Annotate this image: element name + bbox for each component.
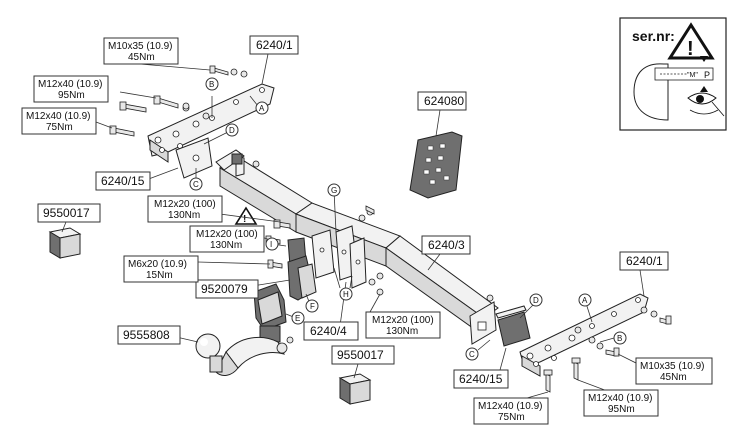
label-9555808: 9555808 xyxy=(117,325,181,345)
svg-text:6240/3: 6240/3 xyxy=(428,238,465,252)
warning-triangle-icon: ! xyxy=(667,22,715,60)
svg-text:45Nm: 45Nm xyxy=(660,372,687,383)
svg-text:75Nm: 75Nm xyxy=(46,122,73,133)
label-9520079: 9520079 xyxy=(195,279,259,299)
spec-m12x40-c: M12x40 (10.9) 75Nm xyxy=(473,397,549,425)
svg-text:!: ! xyxy=(243,214,246,225)
svg-text:130Nm: 130Nm xyxy=(386,326,418,337)
torque-warning-icon: ! xyxy=(234,206,258,225)
svg-text:M12x40 (10.9): M12x40 (10.9) xyxy=(38,79,102,90)
label-9550017-bottom: 9550017 xyxy=(331,345,395,365)
spec-m12x40-95: M12x40 (10.9) 95Nm xyxy=(33,75,109,103)
label-624080: 624080 xyxy=(417,91,467,111)
callout-i: I xyxy=(265,237,279,251)
spec-m6x20: M6x20 (10.9) 15Nm xyxy=(123,255,199,283)
svg-text:95Nm: 95Nm xyxy=(58,90,85,101)
svg-text:C: C xyxy=(469,350,475,359)
svg-text:9550017: 9550017 xyxy=(337,348,384,362)
svg-text:M10x35 (10.9): M10x35 (10.9) xyxy=(108,41,172,52)
part-9550017-left-block xyxy=(48,227,82,259)
callout-b-right: B xyxy=(613,331,627,345)
eye-icon xyxy=(687,92,725,117)
serial-plate-text: "M" xyxy=(687,72,698,79)
spec-m12x40-75: M12x40 (10.9) 75Nm xyxy=(21,107,97,135)
svg-text:M12x20 (100): M12x20 (100) xyxy=(372,315,434,326)
callout-h: H xyxy=(339,287,353,301)
svg-text:130Nm: 130Nm xyxy=(210,240,242,251)
label-6240-15-left: 6240/15 xyxy=(95,171,151,191)
svg-text:G: G xyxy=(331,186,337,195)
svg-text:B: B xyxy=(617,334,622,343)
label-9550017-left: 9550017 xyxy=(37,203,101,223)
part-9550017-bottom-block xyxy=(338,373,372,405)
part-624080-pad xyxy=(409,131,463,199)
spec-m10x35-right: M10x35 (10.9) 45Nm xyxy=(635,357,713,385)
svg-text:I: I xyxy=(270,240,272,249)
centre-brackets xyxy=(265,205,384,296)
svg-text:M6x20 (10.9): M6x20 (10.9) xyxy=(128,259,187,270)
svg-text:M12x40 (10.9): M12x40 (10.9) xyxy=(26,111,90,122)
callout-a-right: A xyxy=(578,293,592,307)
callout-c-right: C xyxy=(465,347,479,361)
svg-text:!: ! xyxy=(687,38,694,60)
svg-text:F: F xyxy=(310,302,315,311)
callout-f: F xyxy=(305,299,319,313)
svg-text:M12x20 (100): M12x20 (100) xyxy=(154,199,216,210)
label-6240-15-right: 6240/15 xyxy=(453,369,509,389)
callout-c-left: C xyxy=(189,177,203,191)
svg-text:9555808: 9555808 xyxy=(123,328,170,342)
svg-text:45Nm: 45Nm xyxy=(128,52,155,63)
svg-text:624080: 624080 xyxy=(424,94,464,108)
svg-text:6240/15: 6240/15 xyxy=(459,372,503,386)
svg-text:130Nm: 130Nm xyxy=(168,210,200,221)
right-side-bracket xyxy=(495,293,649,377)
label-6240-1-top: 6240/1 xyxy=(249,35,299,55)
svg-text:6240/1: 6240/1 xyxy=(626,254,663,268)
svg-text:6240/15: 6240/15 xyxy=(101,174,145,188)
svg-text:B: B xyxy=(209,80,214,89)
svg-text:C: C xyxy=(193,180,199,189)
callout-d-left: D xyxy=(225,123,239,137)
callout-a-left: A xyxy=(255,101,269,115)
label-6240-1-right: 6240/1 xyxy=(619,251,669,271)
tow-ball-neck xyxy=(195,283,294,376)
svg-text:M12x20 (100): M12x20 (100) xyxy=(196,229,258,240)
spec-m12x40-d: M12x40 (10.9) 95Nm xyxy=(583,389,659,417)
svg-text:M12x40 (10.9): M12x40 (10.9) xyxy=(478,401,542,412)
callout-g: G xyxy=(327,183,341,197)
svg-text:6240/1: 6240/1 xyxy=(256,38,293,52)
svg-text:6240/4: 6240/4 xyxy=(310,324,347,338)
label-6240-3: 6240/3 xyxy=(421,235,471,255)
svg-text:9550017: 9550017 xyxy=(43,206,90,220)
callout-b-left: B xyxy=(205,77,219,91)
callout-d-right: D xyxy=(529,293,543,307)
svg-text:9520079: 9520079 xyxy=(201,282,248,296)
svg-text:15Nm: 15Nm xyxy=(146,270,173,281)
svg-text:H: H xyxy=(343,290,349,299)
svg-text:D: D xyxy=(533,296,539,305)
spec-m12x20-c: M12x20 (100) 130Nm xyxy=(365,311,441,339)
svg-text:95Nm: 95Nm xyxy=(608,404,635,415)
serial-label: ser.nr: xyxy=(632,28,675,44)
svg-text:M10x35 (10.9): M10x35 (10.9) xyxy=(640,361,704,372)
svg-text:75Nm: 75Nm xyxy=(498,412,525,423)
svg-text:E: E xyxy=(295,314,300,323)
svg-text:D: D xyxy=(229,126,235,135)
left-bolts xyxy=(109,65,248,137)
svg-text:M12x40 (10.9): M12x40 (10.9) xyxy=(588,393,652,404)
label-6240-4: 6240/4 xyxy=(303,321,359,341)
serial-plate-p: P xyxy=(704,70,710,80)
svg-text:A: A xyxy=(582,296,588,305)
letter-callouts: B A D C G I H F E D A B C xyxy=(189,77,627,361)
spec-m12x20-b: M12x20 (100) 130Nm xyxy=(189,225,265,253)
svg-text:A: A xyxy=(259,104,265,113)
spec-m12x20-a: M12x20 (100) 130Nm xyxy=(147,195,223,223)
serial-number-panel: ser.nr: ! "M" P xyxy=(619,17,727,131)
callout-e: E xyxy=(291,311,305,325)
spec-m10x35-top: M10x35 (10.9) 45Nm xyxy=(103,37,179,65)
left-side-bracket xyxy=(147,83,275,179)
